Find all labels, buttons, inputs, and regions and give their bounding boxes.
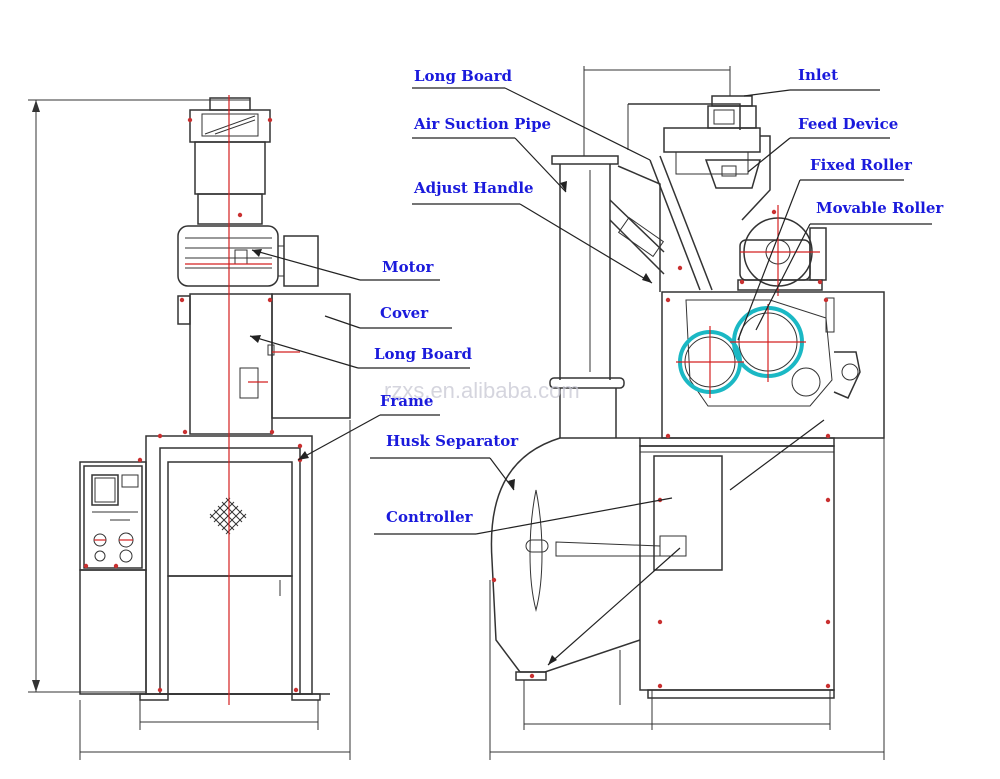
label-air-suction-pipe: Air Suction Pipe: [413, 115, 551, 133]
label-husk-separator: Husk Separator: [386, 432, 519, 450]
label-cover: Cover: [380, 304, 429, 322]
front-view: [28, 95, 470, 760]
label-movable-roller: Movable Roller: [816, 199, 944, 217]
label-motor: Motor: [382, 258, 435, 276]
label-fixed-roller: Fixed Roller: [810, 156, 913, 174]
label-frame: Frame: [380, 392, 433, 410]
label-long-board-right: Long Board: [414, 67, 512, 85]
label-controller: Controller: [386, 508, 474, 526]
side-view: [370, 66, 932, 760]
watermark: rzxs.en.alibaba.com: [384, 378, 580, 403]
label-feed-device: Feed Device: [798, 115, 898, 133]
label-long-board-left: Long Board: [374, 345, 472, 363]
label-adjust-handle: Adjust Handle: [413, 179, 534, 197]
label-inlet: Inlet: [798, 66, 838, 84]
